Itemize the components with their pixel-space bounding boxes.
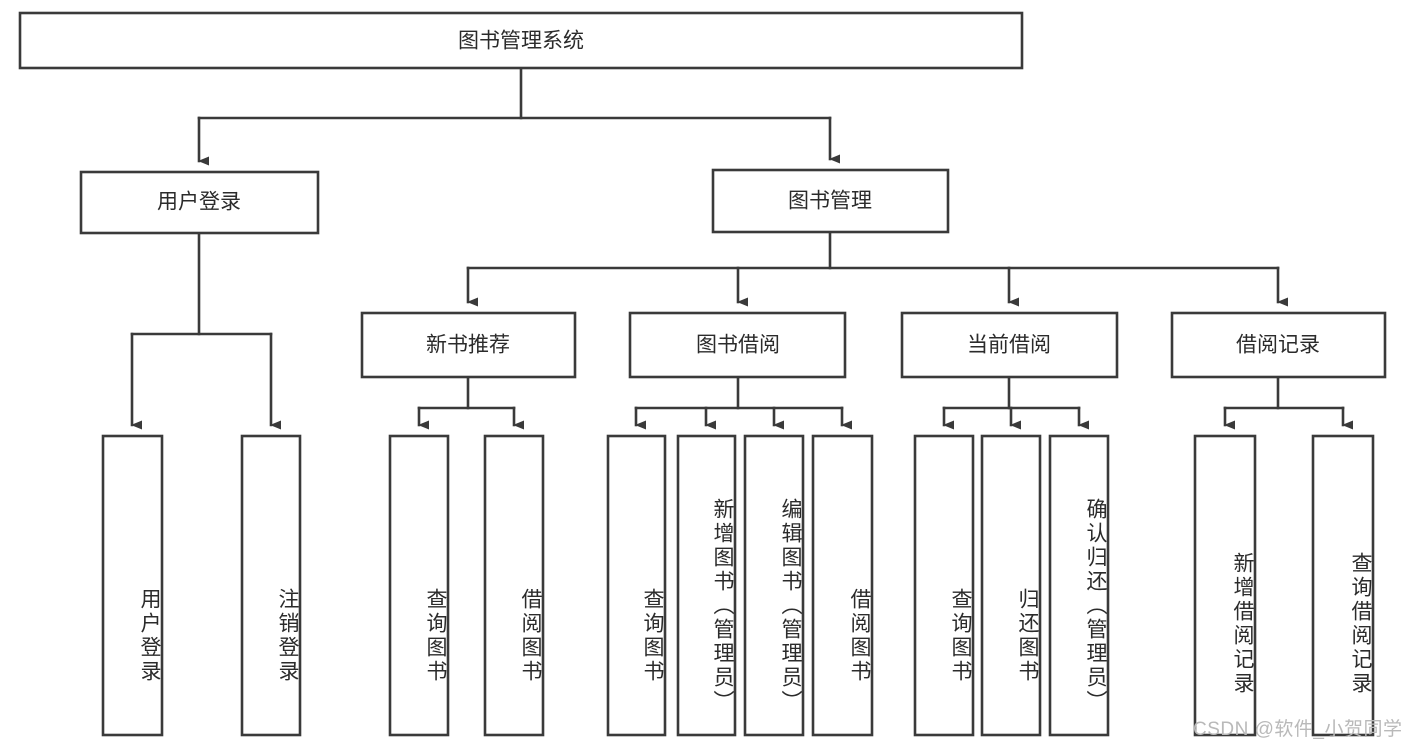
node-user-login-box[interactable] (79, 170, 320, 235)
leaf-box-borrow-book-new[interactable] (483, 434, 545, 737)
node-book-borrow[interactable]: 图书借阅 (628, 311, 847, 379)
leaf-box-borrow-book[interactable] (811, 434, 874, 737)
csdn-watermark: CSDN @软件_小贺同学 (1193, 719, 1403, 740)
node-borrow-records-box[interactable] (1170, 311, 1387, 379)
node-new-book-recommend-box[interactable] (360, 311, 577, 379)
leaf-box-user-login[interactable] (101, 434, 164, 737)
leaf-box-logout[interactable] (240, 434, 302, 737)
node-current-borrow-label: 当前借阅 (967, 334, 1051, 357)
node-user-login[interactable]: 用户登录 (79, 170, 320, 235)
connector-layer (130, 66, 1353, 430)
node-book-borrow-label: 图书借阅 (696, 334, 780, 357)
node-current-borrow-box[interactable] (900, 311, 1119, 379)
node-layer: 图书管理系统 用户登录 图书管理 新书推荐 图书借阅 当前 (18, 11, 1387, 737)
leaf-box-add-borrow-record[interactable] (1193, 434, 1257, 737)
node-new-book-recommend[interactable]: 新书推荐 (360, 311, 577, 379)
leaf-box-confirm-return-admin[interactable] (1048, 434, 1110, 737)
node-book-borrow-box[interactable] (628, 311, 847, 379)
node-borrow-records-label: 借阅记录 (1236, 334, 1320, 357)
node-root-system-label: 图书管理系统 (458, 30, 584, 53)
node-book-management-label: 图书管理 (788, 190, 872, 213)
node-book-management-box[interactable] (711, 168, 950, 234)
leaf-box-query-borrow-record[interactable] (1311, 434, 1375, 737)
leaf-box-query-book-borrow[interactable] (606, 434, 667, 737)
leaf-box-query-book-new[interactable] (388, 434, 450, 737)
node-borrow-records[interactable]: 借阅记录 (1170, 311, 1387, 379)
node-book-management[interactable]: 图书管理 (711, 168, 950, 234)
node-root-system-box[interactable] (18, 11, 1024, 70)
node-root-system[interactable]: 图书管理系统 (18, 11, 1024, 70)
leaf-box-edit-book-admin[interactable] (743, 434, 805, 737)
node-user-login-label: 用户登录 (157, 191, 241, 214)
node-new-book-recommend-label: 新书推荐 (426, 334, 510, 357)
leaf-box-add-book-admin[interactable] (676, 434, 737, 737)
leaf-box-return-book[interactable] (980, 434, 1042, 737)
leaf-box-query-book-current[interactable] (913, 434, 975, 737)
node-current-borrow[interactable]: 当前借阅 (900, 311, 1119, 379)
